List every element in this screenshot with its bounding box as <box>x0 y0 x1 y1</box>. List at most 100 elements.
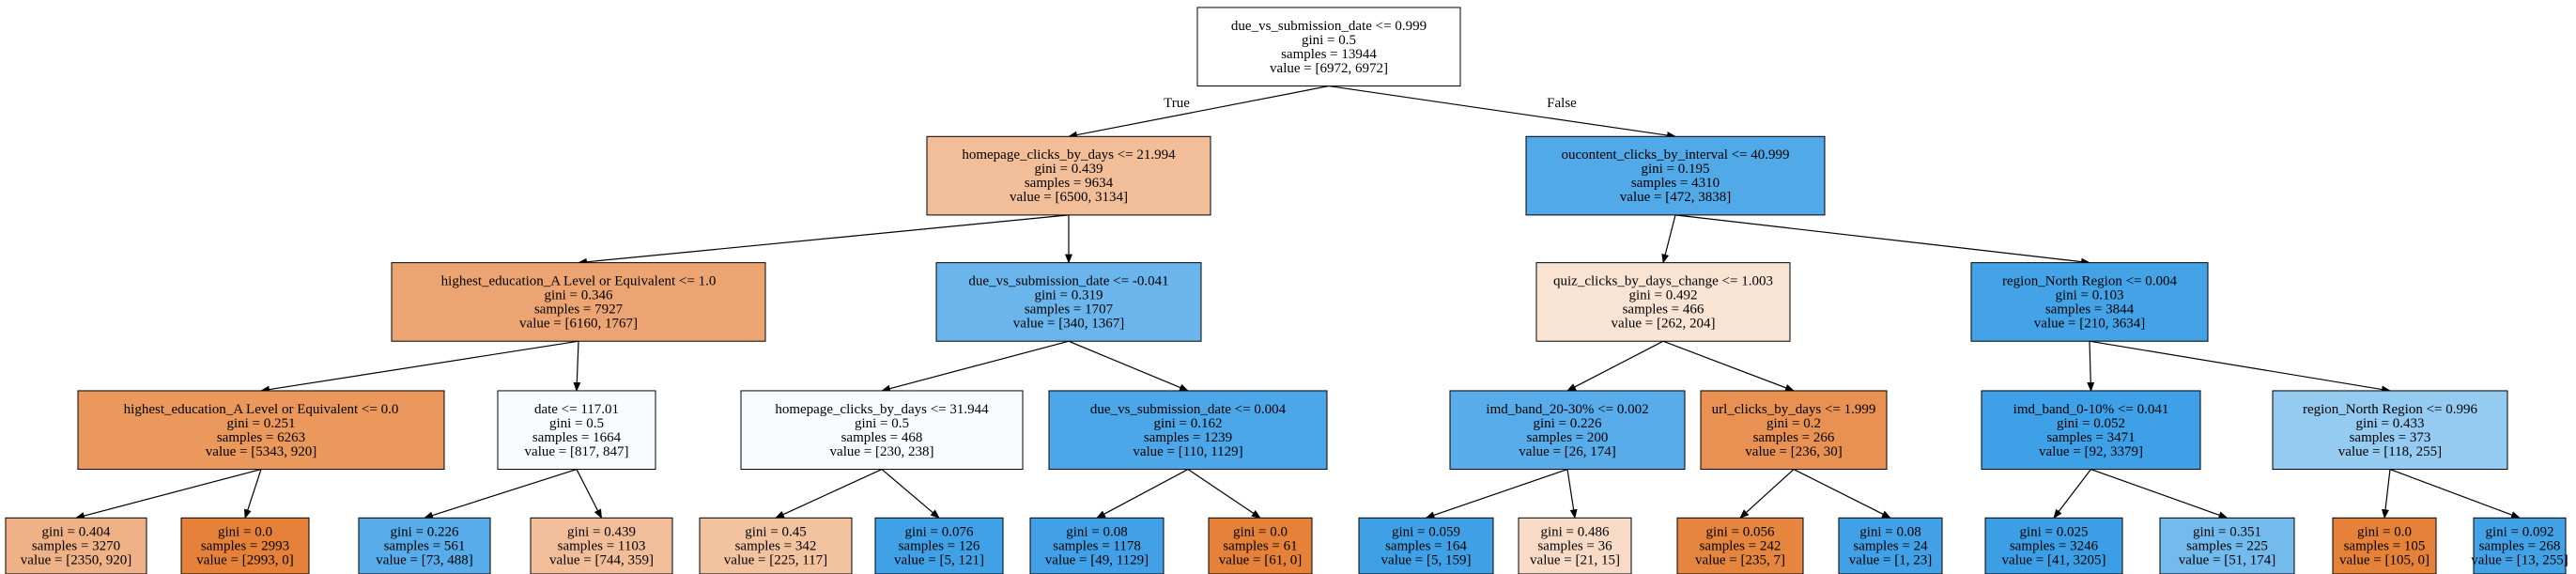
tree-edge <box>573 341 581 392</box>
node-text-line: samples = 7927 <box>534 302 624 317</box>
node-text-line: gini = 0.2 <box>1766 416 1821 431</box>
node-text-line: gini = 0.439 <box>567 525 636 540</box>
node-text-line: gini = 0.052 <box>2057 416 2125 431</box>
node-text-line: samples = 1103 <box>558 539 646 554</box>
node-text-line: samples = 561 <box>384 539 466 554</box>
tree-edge <box>1661 214 1676 264</box>
node-text-line: value = [340, 1367] <box>1013 316 1124 331</box>
node-text-line: gini = 0.025 <box>2019 525 2088 540</box>
node-text-line: due_vs_submission_date <= 0.004 <box>1090 402 1287 417</box>
node-text-line: samples = 468 <box>841 430 923 445</box>
node-text-line: samples = 61 <box>1223 539 1297 554</box>
tree-edge <box>1096 469 1189 519</box>
node-text-line: value = [230, 238] <box>830 444 934 459</box>
node-box <box>1048 390 1328 471</box>
node-box <box>180 517 310 574</box>
node-text-line: value = [6972, 6972] <box>1270 61 1388 76</box>
node-text-line: quiz_clicks_by_days_change <= 1.003 <box>1553 273 1773 288</box>
node-box <box>926 135 1211 216</box>
node-text-line: highest_education_A Level or Equivalent … <box>441 273 717 288</box>
node-text-line: samples = 4310 <box>1631 176 1720 191</box>
node-box <box>1981 390 2201 471</box>
split-node: oucontent_clicks_by_interval <= 40.999gi… <box>1525 135 1826 216</box>
node-text-line: value = [262, 204] <box>1612 316 1716 331</box>
node-text-line: gini = 0.226 <box>1533 416 1602 431</box>
node-text-line: samples = 13944 <box>1281 47 1377 62</box>
node-text-line: value = [92, 3379] <box>2039 444 2143 459</box>
node-text-line: samples = 200 <box>1527 430 1609 445</box>
node-text-line: gini = 0.439 <box>1034 162 1103 177</box>
node-text-line: value = [6160, 1767] <box>519 316 638 331</box>
node-text-line: value = [49, 1129] <box>1045 553 1149 568</box>
node-box <box>2159 517 2295 574</box>
node-text-line: value = [110, 1129] <box>1133 444 1242 459</box>
node-text-line: value = [225, 117] <box>724 553 827 568</box>
node-text-line: value = [236, 30] <box>1745 444 1842 459</box>
tree-edge <box>1566 340 1664 392</box>
node-text-line: samples = 36 <box>1537 539 1612 554</box>
node-text-line: value = [5343, 920] <box>206 444 316 459</box>
node-text-line: region_North Region <= 0.004 <box>2002 273 2178 288</box>
tree-edge <box>244 469 262 520</box>
node-text-line: imd_band_0-10% <= 0.041 <box>2013 402 2169 417</box>
node-text-line: gini = 0.351 <box>2193 525 2261 540</box>
node-text-line: gini = 0.0 <box>218 525 272 540</box>
tree-edge <box>1425 468 1568 520</box>
node-text-line: gini = 0.08 <box>1066 525 1128 540</box>
node-text-line: samples = 164 <box>1385 539 1467 554</box>
node-text-line: value = [41, 3205] <box>2002 553 2106 568</box>
node-box <box>391 262 766 342</box>
tree-edge <box>2382 469 2391 520</box>
tree-edge <box>1068 85 1330 139</box>
tree-edge <box>881 469 940 519</box>
node-text-line: samples = 105 <box>2344 539 2426 554</box>
tree-edge <box>576 469 603 520</box>
node-text-line: value = [21, 15] <box>1530 553 1620 568</box>
tree-edge <box>2389 468 2521 519</box>
node-text-line: value = [472, 3838] <box>1620 190 1731 205</box>
node-text-line: samples = 126 <box>899 539 980 554</box>
node-text-line: imd_band_20-30% <= 0.002 <box>1486 402 1648 417</box>
tree-edge <box>2090 468 2229 520</box>
node-box <box>1970 262 2209 342</box>
node-box <box>699 517 853 574</box>
node-text-line: value = [2350, 920] <box>21 553 131 568</box>
split-node: highest_education_A Level or Equivalent … <box>77 390 445 471</box>
tree-edge <box>1739 469 1795 519</box>
node-text-line: region_North Region <= 0.996 <box>2303 402 2478 417</box>
node-text-line: gini = 0.195 <box>1641 162 1709 177</box>
split-node: highest_education_A Level or Equivalent … <box>391 262 766 342</box>
node-text-line: value = [744, 359] <box>549 553 654 568</box>
node-box <box>1700 390 1888 471</box>
tree-edge <box>2089 340 2391 394</box>
node-text-line: samples = 268 <box>2479 539 2561 554</box>
tree-edge <box>1674 214 2090 266</box>
node-text-line: gini = 0.08 <box>1859 525 1921 540</box>
tree-edge <box>1793 469 1891 519</box>
node-text-line: homepage_clicks_by_days <= 31.944 <box>775 402 989 417</box>
node-text-line: samples = 3270 <box>32 539 120 554</box>
node-box <box>530 517 673 574</box>
node-text-line: value = [210, 3634] <box>2034 316 2145 331</box>
edges-layer <box>75 85 2521 520</box>
node-box <box>1525 135 1826 216</box>
node-text-line: url_clicks_by_days <= 1.999 <box>1712 402 1876 417</box>
tree-edge <box>1068 340 1189 392</box>
node-text-line: samples = 9634 <box>1025 176 1114 191</box>
node-text-line: value = [13, 255] <box>2471 553 2568 568</box>
